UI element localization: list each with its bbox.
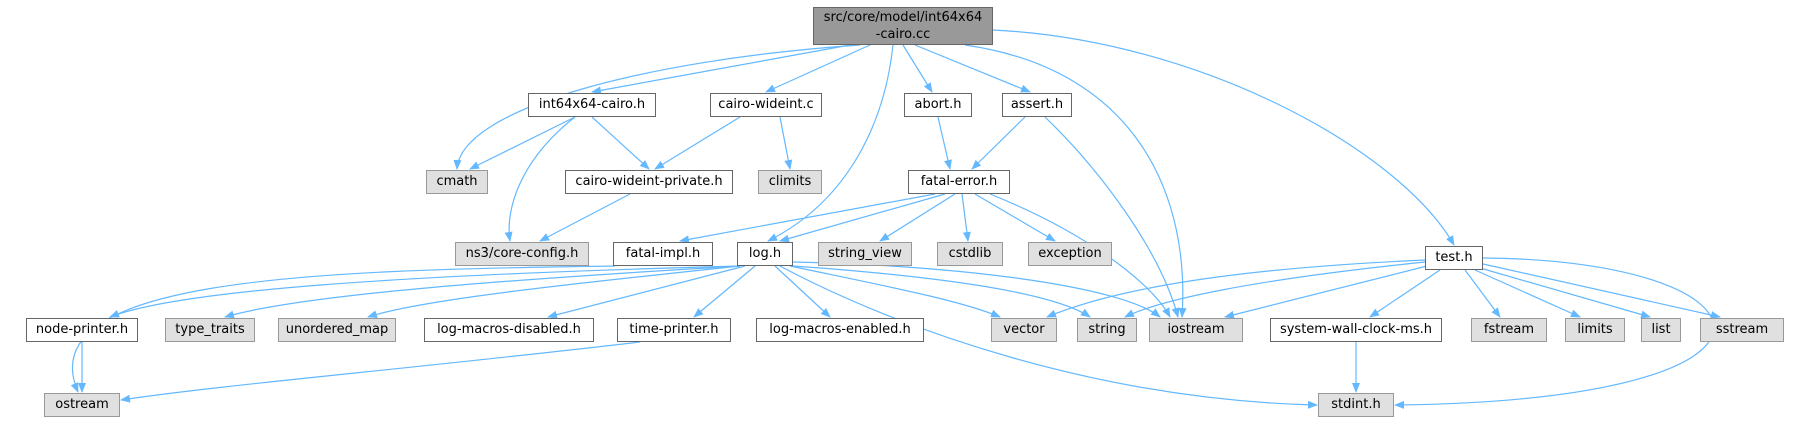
node-log-h[interactable]: log.h <box>737 242 793 266</box>
node-cairo-wideint-private-h[interactable]: cairo-wideint-private.h <box>565 170 733 194</box>
node-test-h[interactable]: test.h <box>1425 246 1483 270</box>
node-fstream[interactable]: fstream <box>1471 318 1547 342</box>
edge-root-to-cmath <box>453 44 861 170</box>
node-cairo-wideint-c[interactable]: cairo-wideint.c <box>710 93 822 117</box>
edge-log-to-log-macros-disabled-h <box>547 265 746 319</box>
node-node-printer-h[interactable]: node-printer.h <box>26 318 138 342</box>
edge-log-to-time-printer-h <box>693 265 756 318</box>
node-time-printer-h[interactable]: time-printer.h <box>617 318 731 342</box>
node-int64x64-cairo-h[interactable]: int64x64-cairo.h <box>528 93 656 117</box>
edge-test-to-vector <box>1046 259 1426 318</box>
node-climits[interactable]: climits <box>758 170 822 194</box>
edge-test-to-list <box>1479 267 1651 319</box>
node-cmath[interactable]: cmath <box>426 170 488 194</box>
root-file-node[interactable]: src/core/model/int64x64 -cairo.cc <box>813 7 993 45</box>
edge-root-to-iostream <box>964 44 1187 318</box>
edge-private-h-to-ns3-core-config-h <box>539 193 631 242</box>
node-unordered-map[interactable]: unordered_map <box>278 318 396 342</box>
edge-log-to-vector <box>789 265 1001 318</box>
edge-root-to-int64x64-cairo-h <box>591 44 851 95</box>
node-fatal-error-h[interactable]: fatal-error.h <box>908 170 1010 194</box>
node-fatal-impl-h[interactable]: fatal-impl.h <box>613 242 713 266</box>
node-log-macros-disabled-h[interactable]: log-macros-disabled.h <box>424 318 594 342</box>
edge-root-to-test-h <box>992 29 1455 246</box>
edge-log-to-log-macros-enabled-h <box>774 265 831 318</box>
edge-log-to-type-traits <box>224 265 741 319</box>
edge-log-to-string <box>792 265 1091 318</box>
edge-test-to-limits <box>1474 269 1581 318</box>
node-cstdlib[interactable]: cstdlib <box>937 242 1003 266</box>
node-limits[interactable]: limits <box>1565 318 1625 342</box>
edge-abort-h-to-fatal-error-h <box>937 116 952 170</box>
edge-time-printer-to-ostream <box>120 341 641 403</box>
node-ns3-core-config-h[interactable]: ns3/core-config.h <box>455 242 589 266</box>
edge-fatal-error-to-string-view <box>879 193 956 242</box>
edge-test-to-fstream <box>1464 269 1501 318</box>
edge-cairo-wideint-c-to-climits <box>779 116 793 170</box>
edge-fatal-error-to-exception <box>974 193 1056 242</box>
edge-test-to-system-wall-clock-ms-h <box>1369 269 1441 318</box>
edge-root-to-abort-h <box>902 44 933 93</box>
node-assert-h[interactable]: assert.h <box>1002 93 1072 117</box>
node-exception[interactable]: exception <box>1028 242 1112 266</box>
edge-fatal-error-to-fatal-impl-h <box>679 193 936 244</box>
edge-int64x64-to-cairo-wideint-private-h <box>591 116 650 170</box>
edge-fatal-impl-to-ostream <box>70 265 616 393</box>
node-sstream[interactable]: sstream <box>1700 318 1784 342</box>
node-vector[interactable]: vector <box>991 318 1057 342</box>
edge-int64x64-to-ns3-core-config-h <box>504 116 576 242</box>
root-file-label-line1: src/core/model/int64x64 <box>823 10 983 25</box>
edge-log-to-node-printer-h <box>109 265 741 318</box>
root-file-label-line2: -cairo.cc <box>875 27 931 42</box>
edge-fatal-error-to-cstdlib <box>961 193 971 242</box>
edge-cairo-wideint-c-to-private-h <box>654 116 741 170</box>
node-string[interactable]: string <box>1077 318 1137 342</box>
edge-root-to-assert-h <box>914 44 1031 93</box>
edge-root-to-cairo-wideint-c <box>765 44 871 93</box>
edge-assert-h-to-iostream <box>1044 116 1180 318</box>
edge-test-to-iostream <box>1224 265 1428 319</box>
edge-test-to-string <box>1124 261 1426 318</box>
node-log-macros-enabled-h[interactable]: log-macros-enabled.h <box>756 318 924 342</box>
edge-log-to-unordered-map <box>367 265 741 319</box>
edge-log-to-stdint-h <box>779 265 1318 409</box>
node-list[interactable]: list <box>1641 318 1681 342</box>
node-system-wall-clock-ms-h[interactable]: system-wall-clock-ms.h <box>1270 318 1442 342</box>
node-ostream[interactable]: ostream <box>44 393 120 417</box>
edge-fatal-error-to-log-h <box>779 193 946 243</box>
edge-root-to-log-h <box>767 44 894 242</box>
edge-assert-h-to-fatal-error-h <box>971 116 1026 170</box>
node-type-traits[interactable]: type_traits <box>165 318 255 342</box>
edge-int64x64-to-cmath <box>469 116 576 170</box>
node-string-view[interactable]: string_view <box>818 242 912 266</box>
edge-test-to-sstream <box>1482 263 1721 319</box>
node-abort-h[interactable]: abort.h <box>904 93 972 117</box>
node-iostream[interactable]: iostream <box>1149 318 1243 342</box>
node-stdint-h[interactable]: stdint.h <box>1318 393 1394 417</box>
